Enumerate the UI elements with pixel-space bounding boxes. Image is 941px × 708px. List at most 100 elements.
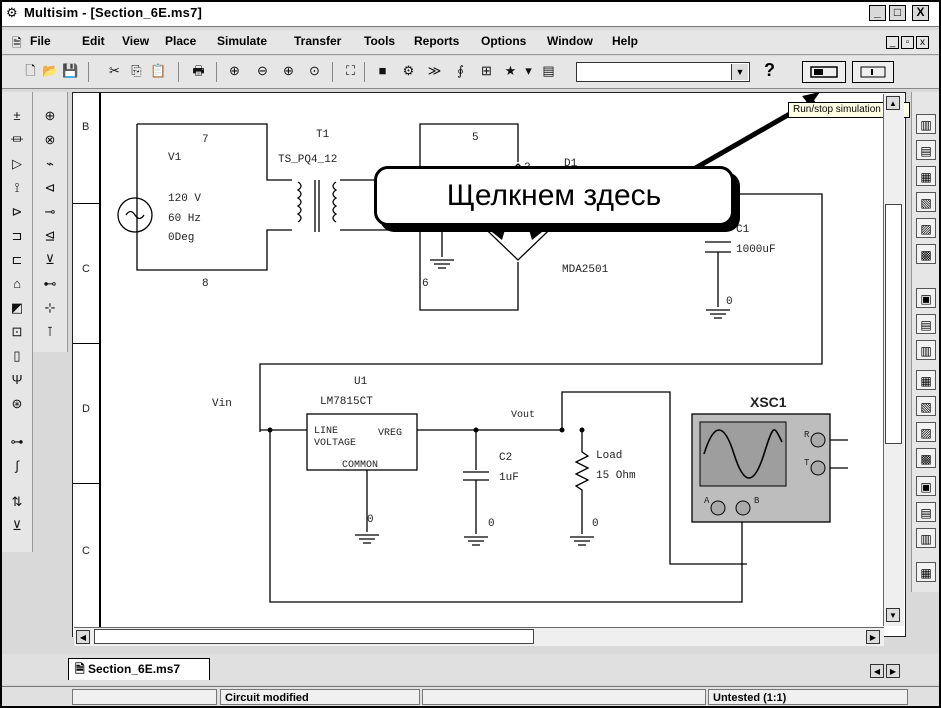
menu-simulate[interactable]: Simulate [217, 34, 268, 48]
logic-converter-icon[interactable]: ▦ [916, 370, 936, 390]
oscilloscope-icon[interactable]: ▧ [916, 192, 936, 212]
run-stop-simulation-button[interactable] [802, 61, 846, 83]
agilent-multimeter-icon[interactable]: ▥ [916, 528, 936, 548]
menu-tools[interactable]: Tools [364, 34, 396, 48]
mdi-close-button[interactable]: x [916, 36, 929, 49]
rf-icon[interactable]: Ψ [11, 372, 23, 387]
help-button[interactable]: ? [764, 60, 775, 80]
paste-icon[interactable]: 📋 [150, 63, 167, 78]
place-bus-icon[interactable]: ∫ [15, 458, 19, 473]
wattmeter-icon[interactable]: ▦ [916, 166, 936, 186]
network-analyzer-icon[interactable]: ▣ [916, 476, 936, 496]
tab-scroll-left-icon[interactable]: ◀ [870, 664, 884, 678]
virtual-analog-icon[interactable]: ⊴ [44, 228, 56, 243]
close-button[interactable]: X [912, 5, 929, 21]
database-icon[interactable]: ⚙ [402, 63, 415, 78]
scroll-down-icon[interactable]: ▼ [886, 608, 900, 622]
virtual-misc-icon[interactable]: ⊻ [45, 252, 55, 267]
menu-edit[interactable]: Edit [82, 34, 105, 48]
menu-view[interactable]: View [122, 34, 150, 48]
hierarchical-icon[interactable]: ⇅ [11, 494, 23, 509]
print-icon[interactable]: 🖶 [192, 63, 205, 78]
zoom-fit-icon[interactable]: ⊙ [309, 63, 320, 78]
transistor-icon[interactable]: ⟟ [14, 180, 20, 195]
dropdown-arrow-icon[interactable]: ▾ [525, 63, 532, 78]
menu-window[interactable]: Window [547, 34, 593, 48]
menu-help[interactable]: Help [612, 34, 639, 48]
in-use-list-combo[interactable]: ▼ [576, 62, 750, 82]
source-icon[interactable]: ± [13, 108, 21, 123]
horizontal-scrollbar[interactable]: ◀ ▶ [74, 627, 884, 646]
tab-section-6e[interactable]: 🗎 Section_6E.ms7 [68, 658, 210, 680]
logic-analyzer-icon[interactable]: ▥ [916, 340, 936, 360]
scroll-up-icon[interactable]: ▲ [886, 96, 900, 110]
distortion-analyzer-icon[interactable]: ▨ [916, 422, 936, 442]
oscilloscope-xsc1[interactable] [691, 413, 831, 523]
mdi-restore-button[interactable]: ▫ [901, 36, 914, 49]
postprocessor-icon[interactable]: ∮ [457, 63, 464, 78]
horizontal-scroll-thumb[interactable] [94, 629, 534, 644]
list-icon[interactable]: ▤ [542, 63, 555, 78]
spectrum-analyzer-icon[interactable]: ▩ [916, 448, 936, 468]
mdi-minimize-button[interactable]: _ [886, 36, 899, 49]
agilent-generator-icon[interactable]: ▤ [916, 502, 936, 522]
virtual-basic-icon[interactable]: ⌁ [46, 156, 54, 171]
star-icon[interactable]: ★ [504, 63, 517, 78]
misc-icon[interactable]: ▯ [13, 348, 21, 363]
open-folder-icon[interactable]: 📂 [42, 63, 59, 78]
zoom-area-icon[interactable]: ⊕ [283, 63, 294, 78]
indicator-icon[interactable]: ⊡ [11, 324, 23, 339]
virtual-diode-icon[interactable]: ⊲ [44, 180, 56, 195]
vertical-scroll-thumb[interactable] [885, 204, 902, 444]
ttl-icon[interactable]: ⊐ [11, 228, 23, 243]
vertical-scrollbar[interactable]: ▲ ▼ [883, 94, 904, 626]
virtual-signal-icon[interactable]: ⊗ [44, 132, 56, 147]
analog-icon[interactable]: ⊳ [11, 204, 23, 219]
multimeter-icon[interactable]: ▥ [916, 114, 936, 134]
ladder-icon[interactable]: ⊶ [10, 434, 24, 449]
tab-scroll-right-icon[interactable]: ▶ [886, 664, 900, 678]
save-icon[interactable]: 💾 [62, 63, 79, 78]
virtual-measure-icon[interactable]: ⊷ [43, 276, 57, 291]
word-generator-icon[interactable]: ▤ [916, 314, 936, 334]
menu-place[interactable]: Place [165, 34, 197, 48]
bode-plotter-icon[interactable]: ▩ [916, 244, 936, 264]
menu-options[interactable]: Options [481, 34, 527, 48]
diode-icon[interactable]: ▷ [12, 156, 22, 171]
chevron-down-icon[interactable]: ▼ [731, 64, 748, 80]
grapher-icon[interactable]: ⊞ [481, 63, 492, 78]
misc-digital-icon[interactable]: ⌂ [13, 276, 21, 291]
virtual-power-icon[interactable]: ⊕ [44, 108, 56, 123]
component-icon[interactable]: ■ [378, 63, 387, 78]
measurement-probe-icon[interactable]: ▦ [916, 562, 936, 582]
basic-icon[interactable]: ⏛ [10, 132, 24, 147]
electromech-icon[interactable]: ⊛ [11, 396, 23, 411]
menu-transfer[interactable]: Transfer [294, 34, 342, 48]
virtual-transistor-icon[interactable]: ⊸ [44, 204, 56, 219]
wire-icon[interactable]: ≫ [427, 63, 442, 78]
zoom-out-icon[interactable]: ⊖ [257, 63, 268, 78]
four-channel-scope-icon[interactable]: ▨ [916, 218, 936, 238]
menu-reports[interactable]: Reports [414, 34, 460, 48]
zoom-in-icon[interactable]: ⊕ [229, 63, 240, 78]
scroll-right-icon[interactable]: ▶ [866, 630, 880, 644]
scroll-left-icon[interactable]: ◀ [76, 630, 90, 644]
connector-icon[interactable]: ⊻ [12, 518, 22, 533]
mixed-icon[interactable]: ◩ [10, 300, 24, 315]
pause-simulation-button[interactable] [852, 61, 894, 83]
window-title: Multisim - [Section_6E.ms7] [24, 5, 203, 20]
document-icon[interactable]: 🗎 [12, 36, 22, 50]
minimize-button[interactable]: _ [869, 5, 886, 21]
hierarchy-icon[interactable]: ⛶ [345, 63, 356, 78]
menu-file[interactable]: File [30, 34, 51, 48]
virtual-3d-icon[interactable]: ⊺ [46, 324, 54, 339]
cut-icon[interactable]: ✂ [109, 63, 120, 78]
copy-icon[interactable]: ⎘ [131, 63, 142, 78]
iv-analyzer-icon[interactable]: ▧ [916, 396, 936, 416]
virtual-rated-icon[interactable]: ⊹ [44, 300, 56, 315]
frequency-counter-icon[interactable]: ▣ [916, 288, 936, 308]
new-file-icon[interactable]: 🗋 [25, 63, 36, 78]
function-generator-icon[interactable]: ▤ [916, 140, 936, 160]
maximize-button[interactable]: □ [889, 5, 906, 21]
cmos-icon[interactable]: ⊏ [11, 252, 23, 267]
